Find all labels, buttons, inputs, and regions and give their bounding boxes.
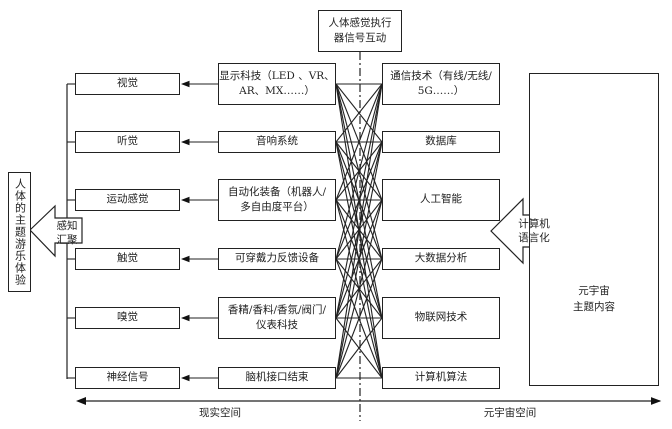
- device-box-line1: 显示科技（LED 、VR、: [219, 69, 335, 82]
- sense-box-line1: 听觉: [117, 135, 138, 148]
- device-technology-link: [335, 83, 383, 260]
- computer-arrow-label: 计算机 语言化: [512, 217, 556, 245]
- technology-box-line1: 通信技术（有线/无线/: [390, 69, 492, 82]
- device-box-line1: 可穿戴力反馈设备: [235, 252, 319, 265]
- device-box: 脑机接口结束: [218, 367, 336, 389]
- technology-box: 大数据分析: [382, 248, 500, 270]
- technology-box: 人工智能: [382, 179, 500, 221]
- signal-interaction-line1: 人体感觉执行: [328, 16, 392, 29]
- sense-box-line1: 运动感觉: [106, 193, 149, 206]
- perception-arrow-label: 感知 汇聚: [52, 219, 82, 247]
- sense-box-line1: 神经信号: [106, 371, 149, 384]
- sense-box: 触觉: [75, 248, 180, 270]
- device-technology-link: [335, 141, 383, 379]
- device-box-line1: 脑机接口结束: [245, 371, 309, 384]
- device-box-line1: 自动化装备（机器人/: [227, 185, 327, 198]
- technology-box: 计算机算法: [382, 367, 500, 389]
- computer-line1: 计算机: [518, 218, 550, 230]
- sense-box: 嗅觉: [75, 307, 180, 329]
- metaverse-content-box: 元宇宙 主题内容: [529, 73, 659, 386]
- technology-box: 物联网技术: [382, 297, 500, 339]
- technology-box-line1: 计算机算法: [414, 371, 468, 384]
- device-box: 自动化装备（机器人/多自由度平台）: [218, 179, 336, 221]
- metaverse-line2: 主题内容: [573, 300, 615, 313]
- device-box-line2: 仪表科技: [256, 319, 298, 331]
- metaverse-space-label: 元宇宙空间: [483, 407, 537, 419]
- sense-box-line1: 视觉: [117, 77, 138, 90]
- technology-box-line1: 人工智能: [420, 193, 462, 206]
- device-box-line2: AR、MX……）: [239, 85, 315, 97]
- technology-box: 数据库: [382, 131, 500, 153]
- device-box-line1: 香精/香料/香氛/阀门/: [227, 303, 327, 316]
- perception-arrow-shape: [29, 204, 83, 258]
- sense-box: 听觉: [75, 131, 180, 153]
- computer-line2: 语言化: [518, 232, 550, 245]
- perception-line1: 感知: [56, 220, 78, 232]
- technology-box: 通信技术（有线/无线/5G……）: [382, 63, 500, 105]
- device-box-line2: 多自由度平台）: [240, 201, 314, 213]
- technology-box-line1: 大数据分析: [414, 252, 468, 265]
- sense-box: 视觉: [75, 73, 180, 95]
- device-technology-link: [335, 83, 383, 319]
- device-box: 香精/香料/香氛/阀门/仪表科技: [218, 297, 336, 339]
- device-box: 音响系统: [218, 131, 336, 153]
- sense-box-line1: 触觉: [117, 252, 138, 265]
- theme-experience-box: 人体的主题游乐体验: [8, 172, 31, 292]
- metaverse-line1: 元宇宙: [578, 285, 610, 298]
- device-technology-link: [335, 83, 383, 143]
- technology-box-line1: 物联网技术: [414, 311, 468, 324]
- perception-line2: 汇聚: [56, 234, 78, 247]
- sense-box: 神经信号: [75, 367, 180, 389]
- signal-interaction-box: 人体感觉执行 器信号互动: [318, 10, 402, 52]
- device-technology-link: [335, 83, 383, 379]
- technology-box-line1: 数据库: [425, 135, 457, 148]
- space-axis-left-arrowhead: [76, 397, 86, 405]
- sense-box-line1: 嗅觉: [117, 311, 138, 324]
- device-box-line1: 音响系统: [256, 135, 298, 148]
- device-technology-link: [335, 199, 383, 379]
- theme-experience-label: 人体的主题游乐体验: [13, 178, 27, 286]
- device-box: 显示科技（LED 、VR、 AR、MX……）: [218, 63, 336, 105]
- sense-box: 运动感觉: [75, 189, 180, 211]
- technology-box-line2: 5G……）: [417, 85, 465, 97]
- signal-interaction-line2: 器信号互动: [333, 32, 387, 44]
- reality-space-label: 现实空间: [199, 407, 241, 419]
- device-technology-link: [335, 317, 383, 379]
- device-box: 可穿戴力反馈设备: [218, 248, 336, 270]
